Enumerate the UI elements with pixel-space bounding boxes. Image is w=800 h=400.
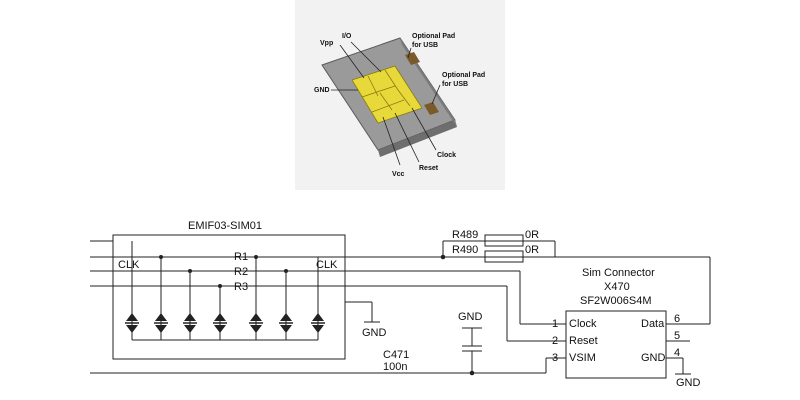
sim-chip: [351, 65, 423, 124]
leader-reset: [394, 112, 420, 163]
leader-io: [350, 41, 382, 73]
pin3-name: VSIM: [569, 352, 596, 364]
ic-name: EMIF03-SIM01: [188, 220, 262, 232]
label-vcc: Vcc: [392, 171, 405, 178]
tvs-diode: [125, 306, 139, 340]
pin3-num: 3: [552, 352, 558, 364]
tvs-diode: [183, 306, 197, 340]
connector-title: Sim Connector: [582, 267, 655, 279]
schematic: EMIF03-SIM01 CLK CLK R1 R2 R3 GND R489: [90, 220, 711, 389]
pin6-name: Data: [641, 318, 665, 330]
leader-usb1: [407, 47, 412, 59]
connector-part: SF2W006S4M: [580, 295, 652, 307]
leader-usb2: [431, 84, 441, 105]
ic-gnd-label: GND: [362, 327, 387, 339]
tvs-junction: [159, 255, 163, 259]
sim-card-illustration: Vpp I/O GND Optional Pad for USB Optiona…: [295, 0, 505, 190]
tvs-diode-array: [125, 255, 325, 340]
r489-ref: R489: [452, 229, 478, 241]
c471-ref: C471: [383, 349, 409, 361]
pin4-name: GND: [641, 352, 666, 364]
label-vpp: Vpp: [320, 40, 333, 47]
label-usb-pad-2-line1: Optional Pad: [442, 72, 485, 79]
label-usb-pad-1-line2: for USB: [412, 42, 438, 49]
label-reset: Reset: [419, 165, 439, 172]
connector-box: [565, 310, 667, 379]
tvs-junction: [284, 269, 288, 273]
tvs-junction: [188, 269, 192, 273]
c471-junction: [469, 370, 475, 376]
pin1-num: 1: [552, 318, 558, 330]
r490-value: 0R: [525, 244, 539, 256]
tvs-diode: [213, 306, 227, 340]
ic-r2-label: R2: [234, 266, 248, 278]
label-gnd: GND: [314, 87, 330, 94]
ic-left-clk: CLK: [118, 259, 140, 271]
connector-gnd-label: GND: [676, 377, 701, 389]
tvs-junction: [218, 284, 222, 288]
pin1-name: Clock: [569, 318, 597, 330]
r489-body: [484, 234, 524, 247]
r489-value: 0R: [525, 229, 539, 241]
leader-vpp: [339, 44, 365, 79]
ic-r3-label: R3: [234, 281, 248, 293]
ic-right-clk: CLK: [316, 259, 338, 271]
tvs-diode: [249, 306, 263, 340]
label-usb-pad-2-line2: for USB: [442, 81, 468, 88]
pin5-num: 5: [674, 330, 680, 342]
sim-chip-contacts: [361, 69, 411, 113]
tvs-diode: [279, 306, 293, 340]
leader-clock: [411, 107, 437, 151]
sim-card-edge: [378, 120, 457, 157]
label-io: I/O: [342, 33, 352, 40]
pin2-name: Reset: [569, 335, 598, 347]
connector-ref: X470: [604, 281, 630, 293]
pin4-num: 4: [674, 347, 680, 359]
leader-vcc: [382, 116, 401, 166]
pin6-num: 6: [674, 313, 680, 325]
tvs-diode: [311, 306, 325, 340]
tvs-diode: [154, 306, 168, 340]
pin2-num: 2: [552, 335, 558, 347]
c471-gnd-label: GND: [458, 311, 483, 323]
r490-ref: R490: [452, 244, 478, 256]
ic-box: [112, 234, 346, 360]
usb-pad-2: [424, 102, 439, 115]
label-usb-pad-1-line1: Optional Pad: [412, 33, 455, 40]
ic-r1-label: R1: [234, 251, 248, 263]
c471-value: 100n: [383, 361, 407, 373]
label-clock: Clock: [437, 152, 456, 159]
tvs-junction: [254, 255, 258, 259]
